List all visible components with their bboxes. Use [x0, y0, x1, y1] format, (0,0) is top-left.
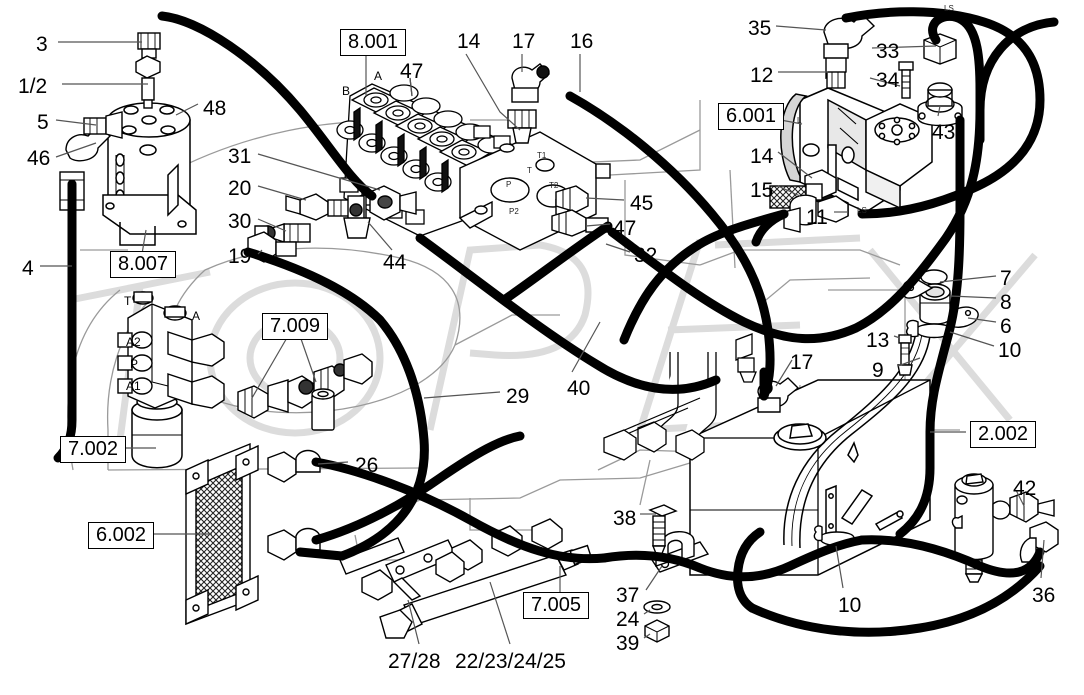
port-label-T-blk: T — [124, 294, 132, 308]
callout-19: 19 — [228, 245, 252, 268]
callout-26: 26 — [355, 454, 379, 477]
port-label-A-top: A — [374, 69, 383, 83]
part-6002-oil-cooler — [185, 442, 259, 626]
port-label-P2: P2 — [509, 207, 519, 216]
callout-20: 20 — [228, 177, 252, 200]
callout-38: 38 — [613, 507, 637, 530]
callout-12: 12 — [750, 64, 774, 87]
group-box-6001: 6.001 — [718, 103, 785, 130]
part-36-hose-fitting — [1019, 521, 1059, 563]
part-2002-hydraulic-tank — [689, 379, 931, 576]
callout-16: 16 — [570, 30, 594, 53]
callout-3: 3 — [36, 33, 48, 56]
part-7009-fitting-chain — [237, 353, 373, 431]
part-8007-rotary-manifold — [102, 102, 197, 246]
callout-32: 32 — [634, 244, 658, 267]
group-box-7009: 7.009 — [262, 313, 329, 340]
part-22-25-fittings — [339, 518, 563, 601]
callout-42: 42 — [1013, 477, 1037, 500]
part-5-elbow — [83, 111, 123, 139]
callout-35: 35 — [748, 17, 772, 40]
callout-10-upper: 10 — [998, 339, 1022, 362]
callout-8: 8 — [1000, 291, 1012, 314]
part-26-hose-fitting — [267, 449, 321, 483]
callout-36: 36 — [1032, 584, 1056, 607]
callout-44: 44 — [383, 251, 407, 274]
callout-43: 43 — [932, 121, 956, 144]
callout-leaders — [40, 25, 1045, 645]
port-label-L: L — [797, 116, 802, 125]
port-label-P: P — [506, 180, 512, 189]
callout-47-lower: 47 — [613, 217, 637, 240]
group-box-8001: 8.001 — [340, 29, 407, 56]
group-box-8007: 8.007 — [110, 251, 177, 278]
part-17-elbow-fitting — [511, 63, 550, 103]
port-label-P-blk: P — [130, 357, 139, 371]
hose-lines — [53, 7, 1059, 637]
part-1-2-valve — [135, 55, 161, 109]
callout-13: 13 — [866, 329, 890, 352]
callout-22-23-24-25: 22/23/24/25 — [455, 650, 566, 673]
callout-15: 15 — [750, 179, 774, 202]
callout-30: 30 — [228, 210, 252, 233]
group-box-7005: 7.005 — [523, 592, 590, 619]
callout-40: 40 — [567, 377, 591, 400]
callout-14-top: 14 — [457, 30, 481, 53]
part-42-fitting — [1009, 491, 1055, 523]
callout-11: 11 — [806, 206, 828, 229]
part-43-flange — [917, 82, 963, 127]
callout-6: 6 — [1000, 315, 1012, 338]
part-3-coupling — [137, 32, 161, 59]
port-label-T: T — [527, 166, 532, 175]
callout-34: 34 — [876, 69, 900, 92]
port-label-A-blk: A — [192, 309, 201, 323]
callout-10-lower: 10 — [838, 594, 862, 617]
port-label-LS: LS — [857, 206, 867, 215]
part-35-elbow — [823, 13, 876, 59]
callout-33: 33 — [876, 40, 900, 63]
port-label-LS-2: LS — [944, 4, 954, 13]
part-45-fitting — [555, 185, 589, 213]
port-label-A2: A2 — [126, 335, 141, 349]
part-14-15-11-pump-fittings — [769, 169, 849, 233]
port-label-T1: T1 — [537, 151, 547, 160]
part-14-valve-upper — [507, 109, 537, 144]
callout-37: 37 — [616, 584, 640, 607]
group-box-6002: 6.002 — [88, 522, 155, 549]
callout-24: 24 — [616, 608, 640, 631]
part-valve-block-left — [117, 291, 225, 409]
part-31-fitting — [369, 185, 417, 221]
part-44-valve — [343, 195, 371, 239]
port-label-A1: A1 — [126, 379, 141, 393]
callout-5: 5 — [37, 111, 49, 134]
port-label-T2: T2 — [549, 181, 559, 190]
callout-9: 9 — [872, 359, 884, 382]
callout-29: 29 — [506, 385, 530, 408]
callout-17-top: 17 — [512, 30, 536, 53]
callout-45: 45 — [630, 192, 654, 215]
part-34-bolt — [898, 61, 914, 99]
group-box-7002: 7.002 — [60, 436, 127, 463]
callout-47-top: 47 — [400, 60, 424, 83]
callout-39: 39 — [616, 632, 640, 655]
part-38-bolt — [648, 504, 678, 557]
callout-4: 4 — [22, 257, 34, 280]
part-26-lower-fitting — [267, 527, 321, 561]
port-label-B-top: B — [342, 84, 351, 98]
part-39-nut — [644, 619, 670, 643]
callout-46: 46 — [27, 147, 51, 170]
callout-7: 7 — [1000, 267, 1012, 290]
callout-17-tank: 17 — [790, 351, 814, 374]
callout-31: 31 — [228, 145, 252, 168]
group-box-2002: 2.002 — [970, 421, 1037, 448]
part-rigid-tubes — [603, 333, 757, 461]
callout-1-2: 1/2 — [18, 75, 48, 98]
callout-48: 48 — [203, 97, 227, 120]
callout-14-pump: 14 — [750, 145, 774, 168]
callout-27-28: 27/28 — [388, 650, 441, 673]
part-24-washer — [643, 600, 671, 614]
